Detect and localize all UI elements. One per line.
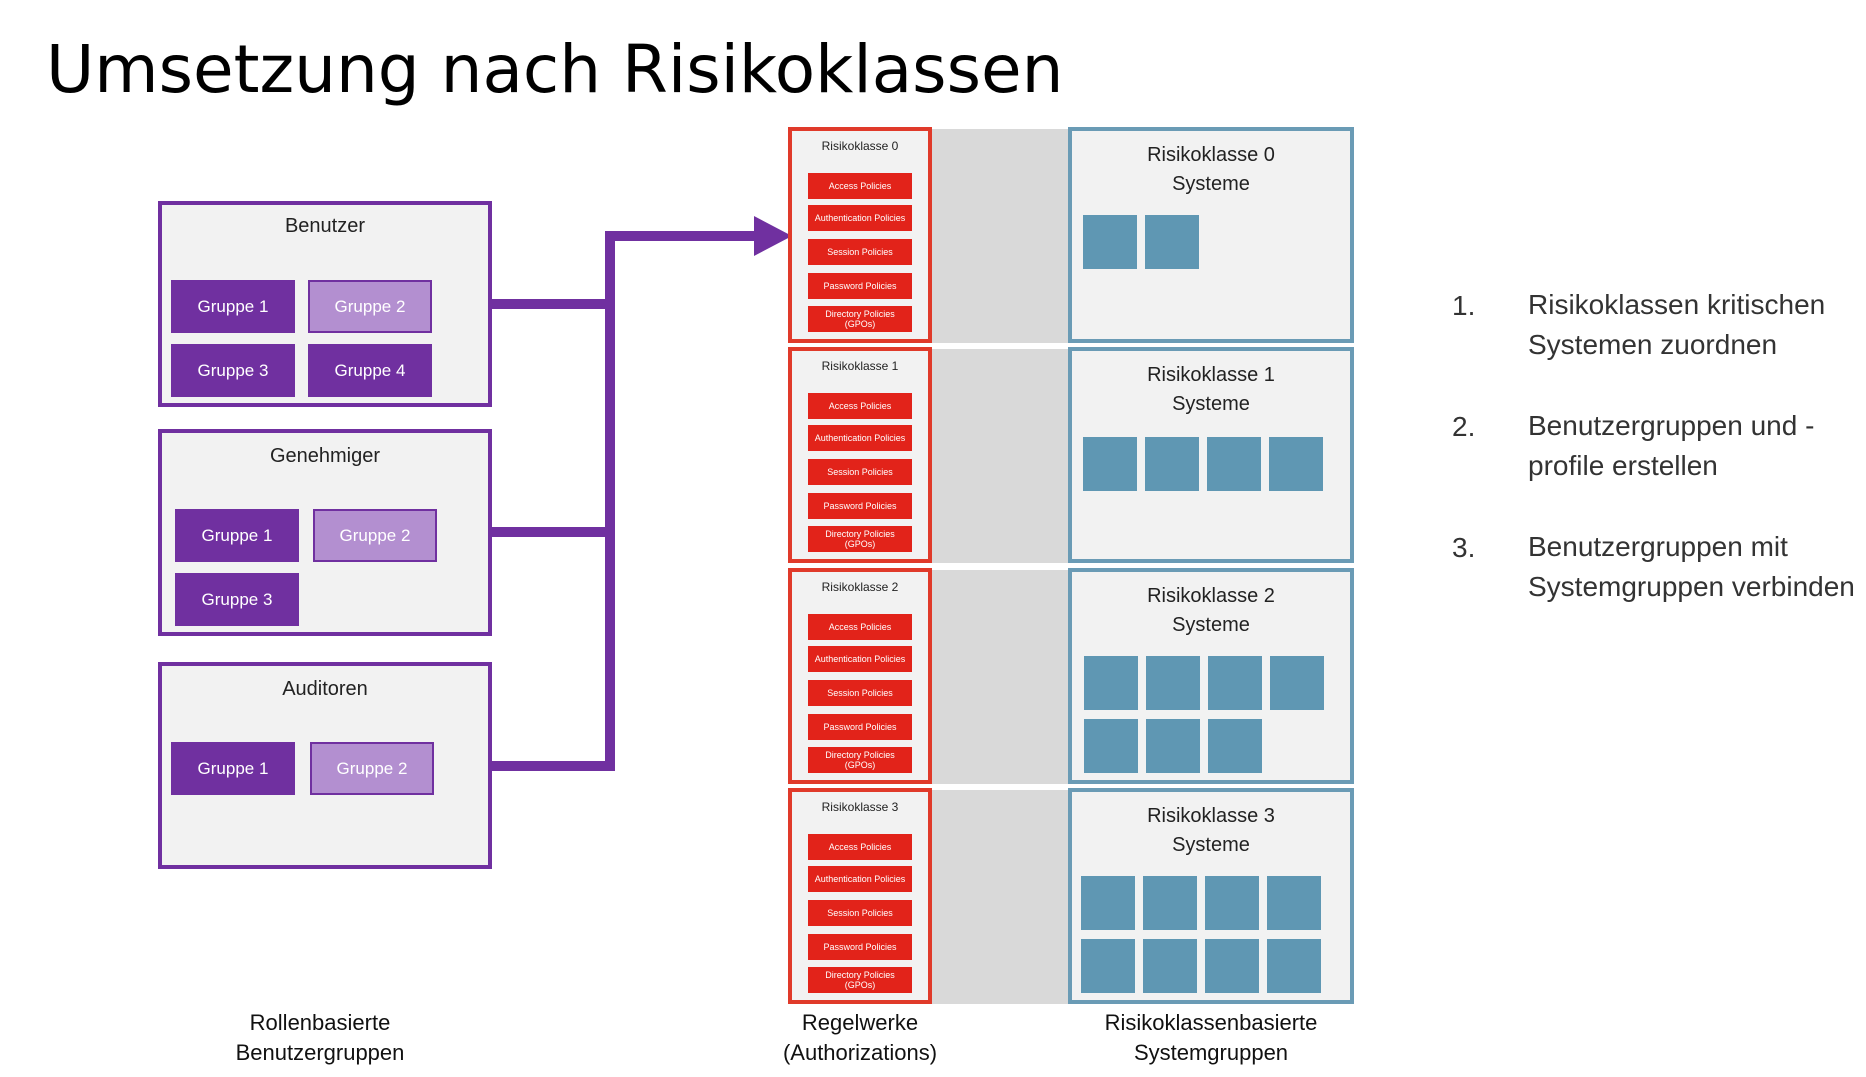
system-group-title: Risikoklasse 1 Systeme [1147, 364, 1275, 415]
group-button[interactable]: Gruppe 2 [313, 509, 437, 562]
system-square[interactable] [1267, 939, 1321, 993]
system-square[interactable] [1146, 719, 1200, 773]
step-number: 1. [1452, 290, 1476, 321]
system-square[interactable] [1084, 719, 1138, 773]
step-text: Benutzergruppen mit Systemgruppen verbin… [1528, 531, 1855, 602]
policy-authentication[interactable]: Authentication Policies [808, 425, 912, 451]
role-title: Benutzer [284, 215, 366, 237]
policy-session[interactable]: Session Policies [808, 459, 912, 485]
system-square[interactable] [1081, 876, 1135, 930]
policy-authentication[interactable]: Authentication Policies [808, 646, 912, 672]
policy-access[interactable]: Access Policies [808, 393, 912, 419]
policy-access[interactable]: Access Policies [808, 173, 912, 199]
policy-password[interactable]: Password Policies [808, 493, 912, 519]
rule-set-risikoklasse-3: Risikoklasse 3 Access Policies Authentic… [788, 788, 932, 1004]
group-button[interactable]: Gruppe 1 [171, 280, 295, 333]
group-button[interactable]: Gruppe 2 [308, 280, 432, 333]
system-square[interactable] [1145, 437, 1199, 491]
policy-directory[interactable]: Directory Policies (GPOs) [808, 967, 912, 993]
caption-rules: Regelwerke (Authorizations) [782, 1010, 938, 1065]
system-square[interactable] [1205, 939, 1259, 993]
policy-session[interactable]: Session Policies [808, 680, 912, 706]
rule-set-title: Risikoklasse 2 [821, 580, 899, 594]
step-text: Risikoklassen kritischen Systemen zuordn… [1528, 289, 1826, 360]
policy-session[interactable]: Session Policies [808, 900, 912, 926]
connector-trunk [605, 231, 756, 771]
group-button[interactable]: Gruppe 4 [308, 344, 432, 397]
system-square[interactable] [1143, 939, 1197, 993]
policy-directory[interactable]: Directory Policies (GPOs) [808, 747, 912, 773]
role-title: Genehmiger [269, 445, 381, 467]
role-box-benutzer: Benutzer Gruppe 1 Gruppe 2 Gruppe 3 Grup… [158, 201, 492, 407]
system-square[interactable] [1143, 876, 1197, 930]
policy-session[interactable]: Session Policies [808, 239, 912, 265]
system-square[interactable] [1146, 656, 1200, 710]
system-group-title: Risikoklasse 2 Systeme [1147, 585, 1275, 636]
system-square[interactable] [1207, 437, 1261, 491]
caption-roles: Rollenbasierte Benutzergruppen [235, 1010, 405, 1065]
system-group-risikoklasse-2: Risikoklasse 2 Systeme [1068, 568, 1354, 784]
policy-password[interactable]: Password Policies [808, 934, 912, 960]
system-square[interactable] [1267, 876, 1321, 930]
policy-access[interactable]: Access Policies [808, 614, 912, 640]
system-square[interactable] [1084, 656, 1138, 710]
system-group-title: Risikoklasse 0 Systeme [1147, 144, 1275, 195]
group-button[interactable]: Gruppe 2 [310, 742, 434, 795]
role-box-genehmiger: Genehmiger Gruppe 1 Gruppe 2 Gruppe 3 [158, 429, 492, 636]
system-square[interactable] [1269, 437, 1323, 491]
group-button[interactable]: Gruppe 1 [171, 742, 295, 795]
system-group-risikoklasse-1: Risikoklasse 1 Systeme [1068, 347, 1354, 563]
page-title: Umsetzung nach Risikoklassen [46, 31, 1064, 108]
system-group-title: Risikoklasse 3 Systeme [1147, 805, 1275, 856]
system-square[interactable] [1208, 719, 1262, 773]
policy-access[interactable]: Access Policies [808, 834, 912, 860]
gray-band [932, 570, 1068, 784]
arrow-head [754, 216, 792, 256]
system-group-risikoklasse-3: Risikoklasse 3 Systeme [1068, 788, 1354, 1004]
policy-directory[interactable]: Directory Policies (GPOs) [808, 526, 912, 552]
gray-band [932, 790, 1068, 1004]
step-number: 2. [1452, 411, 1476, 442]
group-button[interactable]: Gruppe 1 [175, 509, 299, 562]
policy-authentication[interactable]: Authentication Policies [808, 866, 912, 892]
system-square[interactable] [1270, 656, 1324, 710]
system-square[interactable] [1083, 215, 1137, 269]
gray-band [932, 129, 1068, 343]
group-button[interactable]: Gruppe 3 [175, 573, 299, 626]
rule-set-title: Risikoklasse 0 [821, 139, 899, 153]
system-square[interactable] [1145, 215, 1199, 269]
rule-set-title: Risikoklasse 1 [821, 359, 899, 373]
role-title: Auditoren [282, 678, 368, 700]
policy-password[interactable]: Password Policies [808, 273, 912, 299]
system-group-risikoklasse-0: Risikoklasse 0 Systeme [1068, 127, 1354, 343]
policy-password[interactable]: Password Policies [808, 714, 912, 740]
system-square[interactable] [1083, 437, 1137, 491]
policy-authentication[interactable]: Authentication Policies [808, 205, 912, 231]
system-square[interactable] [1208, 656, 1262, 710]
gray-band [932, 349, 1068, 563]
system-square[interactable] [1205, 876, 1259, 930]
step-text: Benutzergruppen und - profile erstellen [1528, 410, 1815, 481]
system-square[interactable] [1081, 939, 1135, 993]
group-button[interactable]: Gruppe 3 [171, 344, 295, 397]
rule-set-title: Risikoklasse 3 [821, 800, 899, 814]
step-number: 3. [1452, 532, 1476, 563]
policy-directory[interactable]: Directory Policies (GPOs) [808, 306, 912, 332]
rule-set-risikoklasse-1: Risikoklasse 1 Access Policies Authentic… [788, 347, 932, 563]
rule-set-risikoklasse-2: Risikoklasse 2 Access Policies Authentic… [788, 568, 932, 784]
caption-systems: Risikoklassenbasierte Systemgruppen [1104, 1010, 1318, 1065]
rule-set-risikoklasse-0: Risikoklasse 0 Access Policies Authentic… [788, 127, 932, 343]
role-box-auditoren: Auditoren Gruppe 1 Gruppe 2 [158, 662, 492, 869]
